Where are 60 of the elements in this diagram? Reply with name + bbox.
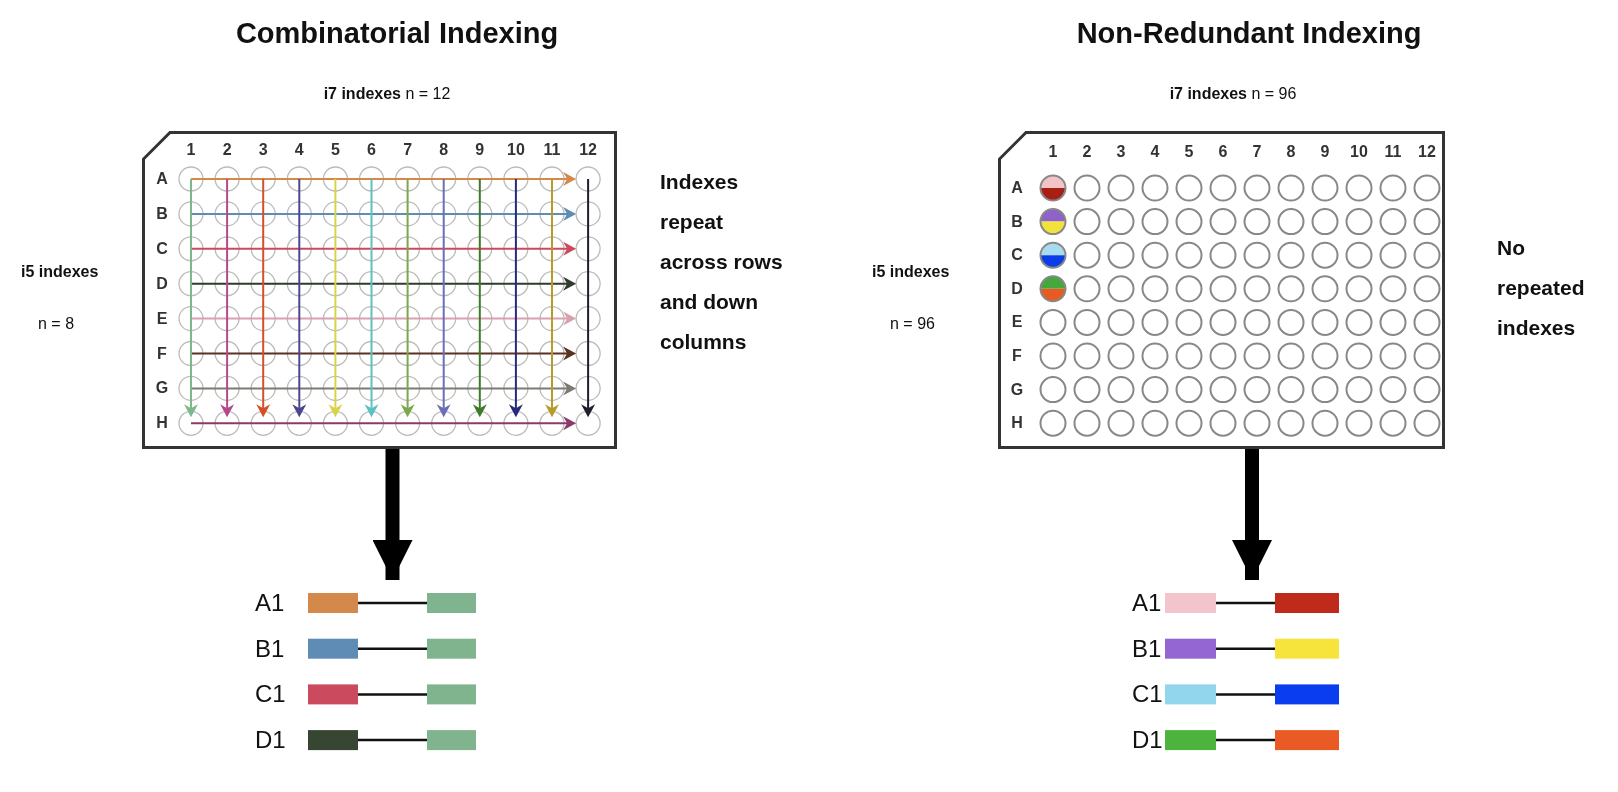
- column-number: 9: [475, 140, 485, 160]
- row-letter: H: [156, 413, 168, 433]
- well-id-label: B1: [255, 634, 285, 664]
- row-letter: E: [1011, 312, 1023, 332]
- section-title: Non-Redundant Indexing: [1076, 16, 1422, 51]
- well-id-label: C1: [255, 680, 286, 710]
- row-letter: A: [156, 169, 168, 189]
- column-number: 5: [330, 140, 340, 160]
- arrow: [1232, 449, 1272, 580]
- column-number: 1: [1048, 142, 1058, 162]
- column-number: 4: [1150, 142, 1160, 162]
- column-number: 11: [1384, 142, 1402, 162]
- column-number: 3: [258, 140, 268, 160]
- column-number: 2: [222, 140, 232, 160]
- row-letter: F: [157, 343, 167, 363]
- row-letter: D: [1011, 278, 1023, 298]
- column-number: 1: [186, 140, 196, 160]
- row-letter: G: [1010, 379, 1024, 399]
- column-number: 8: [1286, 142, 1296, 162]
- column-number: 7: [1252, 142, 1262, 162]
- row-letter: B: [156, 203, 168, 224]
- column-number: 2: [1082, 142, 1092, 162]
- column-number: 8: [439, 140, 449, 160]
- well-id-label: B1: [1132, 634, 1162, 664]
- row-letter: C: [156, 238, 168, 258]
- column-number: 6: [367, 140, 376, 160]
- column-number: 11: [543, 140, 561, 160]
- column-number: 12: [579, 140, 597, 160]
- row-letter: D: [156, 273, 168, 293]
- row-letter: E: [156, 308, 168, 328]
- section-title: Combinatorial Indexing: [235, 16, 559, 51]
- index-count-label: i7 indexes n = 96: [1169, 84, 1297, 104]
- column-number: 7: [403, 140, 413, 160]
- well-id-label: C1: [1132, 680, 1163, 710]
- well-id-label: D1: [1132, 726, 1163, 755]
- well-id-label: D1: [255, 726, 286, 755]
- row-letter: B: [1011, 211, 1023, 231]
- count-label: n = 8: [38, 314, 75, 334]
- note-text: No repeated indexes: [1497, 235, 1586, 341]
- row-letter: G: [155, 378, 169, 398]
- note-text: Indexes repeat across rows and down columns: [660, 169, 784, 355]
- index-count-label: i7 indexes n = 12: [323, 84, 451, 104]
- column-number: 10: [1350, 142, 1368, 162]
- column-number: 3: [1116, 142, 1126, 162]
- row-letter: C: [1011, 245, 1023, 265]
- row-letter: A: [1011, 178, 1023, 198]
- well-id-label: A1: [255, 589, 285, 618]
- row-letter: F: [1012, 346, 1022, 366]
- index-label: i5 indexes: [21, 262, 99, 282]
- count-label: n = 96: [890, 314, 935, 334]
- well-id-label: A1: [1132, 589, 1162, 618]
- column-number: 10: [507, 140, 525, 160]
- arrow: [372, 449, 413, 580]
- column-number: 4: [294, 140, 304, 160]
- column-number: 12: [1418, 142, 1436, 162]
- row-letter: H: [1011, 413, 1023, 433]
- column-number: 9: [1320, 142, 1330, 162]
- column-number: 5: [1184, 142, 1194, 162]
- index-label: i5 indexes: [872, 262, 950, 282]
- column-number: 6: [1218, 142, 1228, 162]
